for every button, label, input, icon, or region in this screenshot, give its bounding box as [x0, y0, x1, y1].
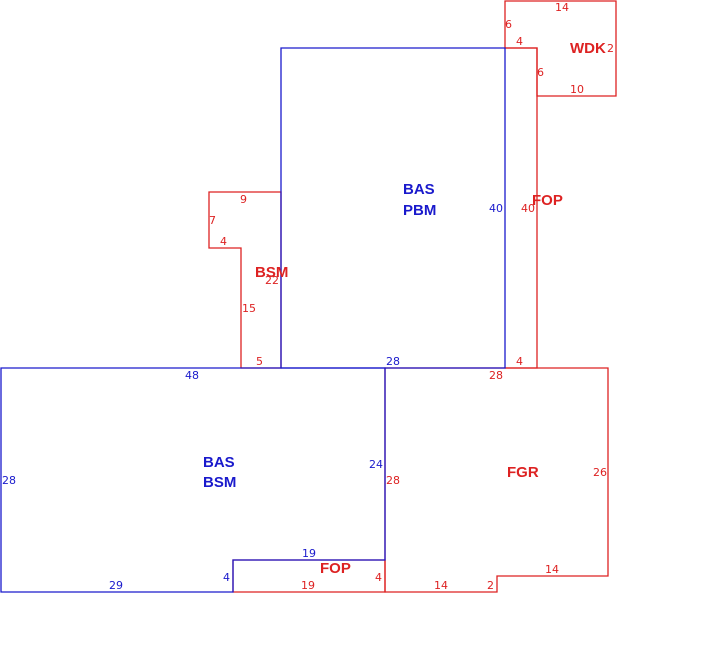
bas-upper-code: BAS [403, 181, 435, 198]
dim-fgr-left: 28 [386, 474, 400, 487]
main-dimensions: 40 28 48 28 24 29 19 4 [2, 202, 503, 592]
bas-upper-outline[interactable] [280, 47, 506, 369]
fop-right-code: FOP [532, 192, 563, 209]
dim-wdk-left: 6 [505, 18, 512, 31]
fgr-code: FGR [507, 464, 539, 481]
dim-fop-side: 40 [521, 202, 535, 215]
dim-bas-right: 24 [369, 458, 383, 471]
dim-fgr-bottom: 14 [434, 579, 448, 592]
bsm-code: BSM [255, 264, 288, 281]
dim-pbm-side: 40 [489, 202, 503, 215]
bas-lower-outline[interactable] [0, 367, 386, 593]
dim-fgr-top: 28 [489, 369, 503, 382]
dim-wdk-right: 2 [607, 42, 614, 55]
dim-bsm-step: 4 [220, 235, 227, 248]
dim-bas-left: 28 [2, 474, 16, 487]
dim-bsm-left-lower: 15 [242, 302, 256, 315]
dim-fopb-right: 4 [375, 571, 382, 584]
area-labels: BAS PBM BAS BSM BSM WDK FOP FOP FGR [203, 40, 606, 577]
dim-bsm-left-upper: 7 [209, 214, 216, 227]
dim-fopb-bottom: 19 [301, 579, 315, 592]
fop-bottom-code: FOP [320, 560, 351, 577]
main-outlines [0, 47, 506, 593]
dim-bsm-bottom: 5 [256, 355, 263, 368]
dim-bas-top: 48 [185, 369, 199, 382]
bas-lower-code: BAS [203, 454, 235, 471]
dim-fopb-top: 19 [302, 547, 316, 560]
bas-lower-subcode: BSM [203, 474, 236, 491]
dim-wdk-step: 4 [516, 35, 523, 48]
dim-fop-bottom: 4 [516, 355, 523, 368]
dim-wdk-top: 14 [555, 1, 569, 14]
dim-fgr-step: 2 [487, 579, 494, 592]
dim-bas-bottom: 29 [109, 579, 123, 592]
dim-wdk-inner: 6 [537, 66, 544, 79]
wdk-code: WDK [570, 40, 606, 57]
dim-fgr-right: 26 [593, 466, 607, 479]
dim-bsm-top: 9 [240, 193, 247, 206]
dim-bsm-right: 22 [265, 274, 279, 287]
bas-upper-subcode: PBM [403, 202, 436, 219]
dim-fgr-step-bottom: 14 [545, 563, 559, 576]
dim-pbm-bottom: 28 [386, 355, 400, 368]
dim-fopb-left: 4 [223, 571, 230, 584]
addition-dimensions: 14 6 2 4 6 10 40 4 9 7 4 15 22 5 4 19 28… [209, 1, 614, 592]
fgr-outline[interactable] [384, 367, 609, 593]
addition-outlines [208, 0, 617, 593]
dim-wdk-bottom: 10 [570, 83, 584, 96]
